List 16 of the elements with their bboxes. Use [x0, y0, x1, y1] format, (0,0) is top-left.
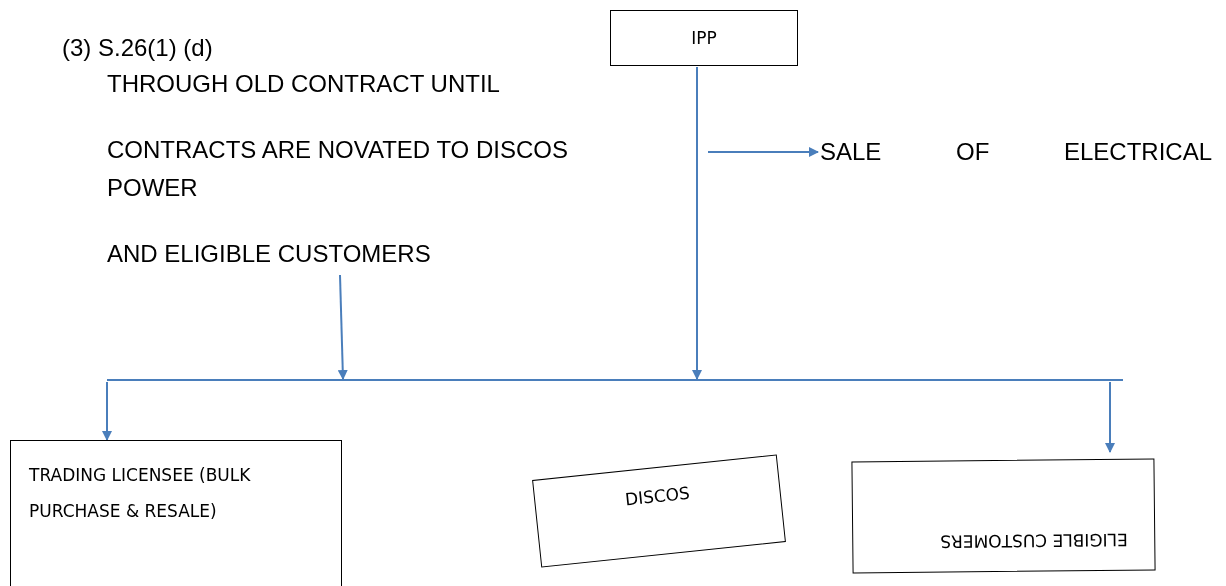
section-label: (3) S.26(1) (d) [62, 34, 213, 62]
arrow [1105, 381, 1115, 453]
arrow [102, 381, 112, 441]
process-box: TRADING LICENSEE (BULK PURCHASE & RESALE) [10, 440, 342, 586]
bus-line [107, 379, 1123, 381]
process-box: DISCOS [532, 454, 786, 568]
process-box: ELIGIBLE CUSTOMERS [851, 458, 1156, 574]
process-box: IPP [610, 10, 798, 66]
arrow [707, 147, 819, 157]
note-text: CONTRACTS ARE NOVATED TO DISCOS [107, 136, 568, 164]
arrow [337, 274, 348, 380]
arrow [692, 66, 702, 380]
note-text: POWER [107, 174, 198, 202]
note-text: THROUGH OLD CONTRACT UNTIL [107, 70, 500, 98]
output-text: SALE OF ELECTRICAL [820, 138, 1212, 168]
note-text: AND ELIGIBLE CUSTOMERS [107, 240, 431, 268]
